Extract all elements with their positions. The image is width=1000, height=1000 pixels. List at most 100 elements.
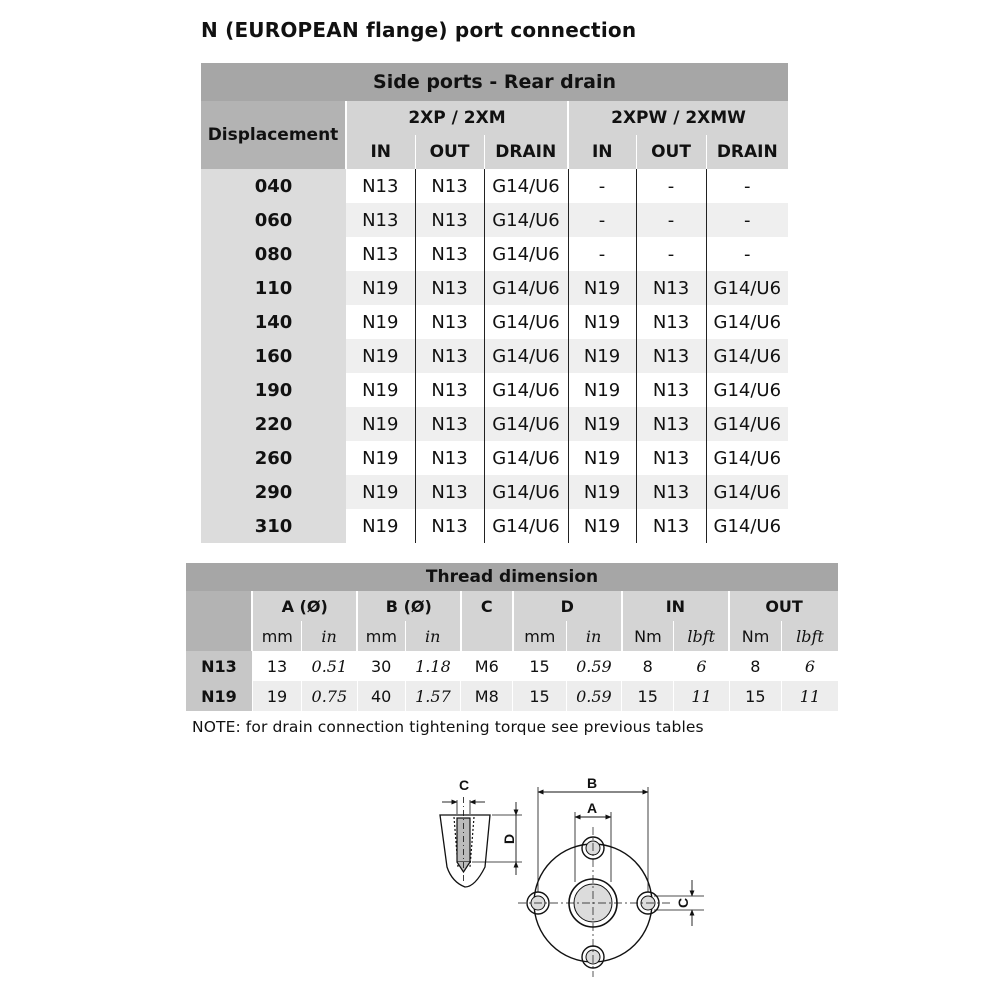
port-cell: N13	[414, 305, 484, 339]
port-cell: G14/U6	[483, 339, 568, 373]
thread-dimension-table: Thread dimension A (Ø) B (Ø) C D IN OUT …	[186, 563, 838, 711]
dimension-cell: 15	[621, 681, 674, 711]
port-cell: N19	[362, 515, 399, 537]
dimension-cell: 15	[512, 651, 567, 681]
table2-heading: Thread dimension	[186, 563, 838, 591]
port-cell: N19	[567, 271, 636, 305]
port-cell: N13	[414, 475, 484, 509]
port-cell: N19	[567, 441, 636, 475]
port-cell: N19	[346, 339, 415, 373]
port-cell: N13	[414, 271, 484, 305]
port-cell: N13	[635, 441, 706, 475]
displacement-cell: 040	[201, 169, 346, 203]
dimension-cell: M8	[460, 681, 513, 711]
unit-lbft: lbft	[780, 621, 838, 651]
displacement-cell: 060	[201, 203, 346, 237]
blank-corner	[186, 591, 253, 651]
dimension-cell: 15	[728, 681, 782, 711]
port-cell: G14/U6	[705, 475, 789, 509]
port-cell: N19	[567, 509, 636, 543]
thread-size-label: N19	[186, 681, 253, 711]
unit-in: in	[301, 621, 357, 651]
dimension-cell: 6	[780, 651, 838, 681]
port-cell: N19	[567, 373, 636, 407]
port-cell: G14/U6	[483, 509, 568, 543]
note-text: NOTE: for drain connection tightening to…	[192, 718, 704, 736]
port-cell: N13	[635, 339, 706, 373]
port-cell: G14/U6	[705, 305, 789, 339]
port-cell: N13	[414, 407, 484, 441]
port-cell: G14/U6	[483, 203, 568, 237]
port-cell: N13	[414, 169, 484, 203]
port-cell: N19	[346, 475, 415, 509]
port-cell: N19	[567, 407, 636, 441]
port-cell: N19	[362, 447, 399, 469]
dimension-cell: 19	[251, 681, 302, 711]
unit-nm: Nm	[620, 621, 674, 651]
group-header-c: C	[459, 591, 513, 621]
port-cell: G14/U6	[483, 305, 568, 339]
group-header-d: D	[511, 591, 622, 621]
port-cell: N19	[346, 271, 415, 305]
unit-blank	[459, 621, 513, 651]
port-cell: -	[705, 237, 789, 271]
port-cell: -	[635, 203, 706, 237]
col-header-drain: DRAIN	[483, 135, 568, 169]
dimension-cell: 0.59	[565, 681, 622, 711]
dimension-cell: 0.59	[565, 651, 622, 681]
dimension-cell: 1.57	[404, 681, 461, 711]
port-cell: N13	[635, 475, 706, 509]
dimension-cell: 15	[512, 681, 567, 711]
port-cell: N19	[567, 475, 636, 509]
port-cell: -	[705, 203, 789, 237]
dimension-cell: 40	[356, 681, 406, 711]
flange-drawing: C D B A C	[439, 775, 704, 977]
dimension-cell: 13	[251, 651, 302, 681]
port-cell: G14/U6	[705, 407, 789, 441]
dimension-cell: 8	[728, 651, 782, 681]
port-cell: G14/U6	[483, 271, 568, 305]
port-cell: N13	[414, 509, 484, 543]
col-header-drain: DRAIN	[705, 135, 789, 169]
port-cell: N13	[362, 175, 399, 197]
port-cell: N13	[635, 407, 706, 441]
displacement-header: Displacement	[201, 101, 346, 169]
side-ports-table: Side ports - Rear drain Displacement 2XP…	[201, 63, 789, 543]
port-cell: N13	[362, 243, 399, 265]
group-header-2xp-2xm: 2XP / 2XM	[345, 101, 568, 135]
dim-label-a: A	[587, 800, 597, 816]
unit-in: in	[565, 621, 622, 651]
unit-mm: mm	[251, 621, 302, 651]
dimension-cell: 1.18	[404, 651, 461, 681]
dim-label-b: B	[587, 775, 597, 791]
port-cell: N19	[567, 339, 636, 373]
port-cell: N13	[414, 203, 484, 237]
unit-lbft: lbft	[673, 621, 730, 651]
port-cell: G14/U6	[483, 475, 568, 509]
displacement-cell: 290	[201, 475, 346, 509]
dimension-cell: 11	[780, 681, 838, 711]
group-header-b: B (Ø)	[356, 591, 461, 621]
port-cell: G14/U6	[483, 373, 568, 407]
thread-size-label: N13	[186, 651, 253, 681]
page-title: N (EUROPEAN flange) port connection	[201, 18, 637, 42]
port-cell: N19	[346, 407, 415, 441]
unit-mm: mm	[355, 621, 406, 651]
port-cell: N13	[414, 339, 484, 373]
port-cell: -	[705, 169, 789, 203]
dim-label-c: C	[459, 777, 469, 793]
port-cell: G14/U6	[705, 441, 789, 475]
dimension-cell: 8	[621, 651, 674, 681]
port-cell: G14/U6	[705, 373, 789, 407]
group-header-2xpw-2xmw: 2XPW / 2XMW	[566, 101, 789, 135]
port-cell: G14/U6	[705, 339, 789, 373]
